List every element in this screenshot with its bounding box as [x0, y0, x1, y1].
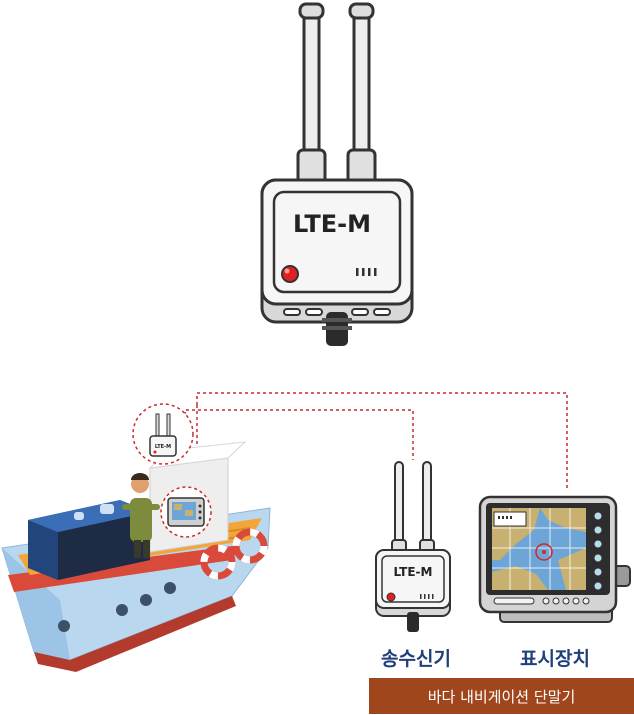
connector-to-transceiver	[184, 409, 414, 460]
small-device-label: LTE-M	[394, 565, 433, 579]
main-device-label: LTE-M	[293, 210, 371, 238]
status-led	[281, 265, 299, 283]
fisherman-icon	[122, 473, 160, 558]
connector-to-display	[196, 392, 568, 490]
chart-plotter-icon	[478, 495, 631, 623]
display-label: 표시장치	[520, 648, 590, 670]
life-ring-icon	[200, 528, 268, 580]
antenna-right	[346, 2, 377, 192]
transceiver-label: 송수신기	[381, 648, 451, 670]
svg-text:LTE-M: LTE-M	[155, 444, 171, 450]
zoom-circle-display	[160, 486, 212, 538]
antenna-left	[296, 2, 327, 192]
zoom-circle-transceiver: LTE-M	[132, 403, 194, 465]
marine-navigation-terminal-banner: 바다 내비게이션 단말기	[369, 678, 634, 714]
lte-m-transceiver-icon: LTE-M	[260, 2, 414, 346]
connection-lines	[184, 392, 568, 498]
small-transceiver-icon: LTE-M	[375, 461, 451, 632]
